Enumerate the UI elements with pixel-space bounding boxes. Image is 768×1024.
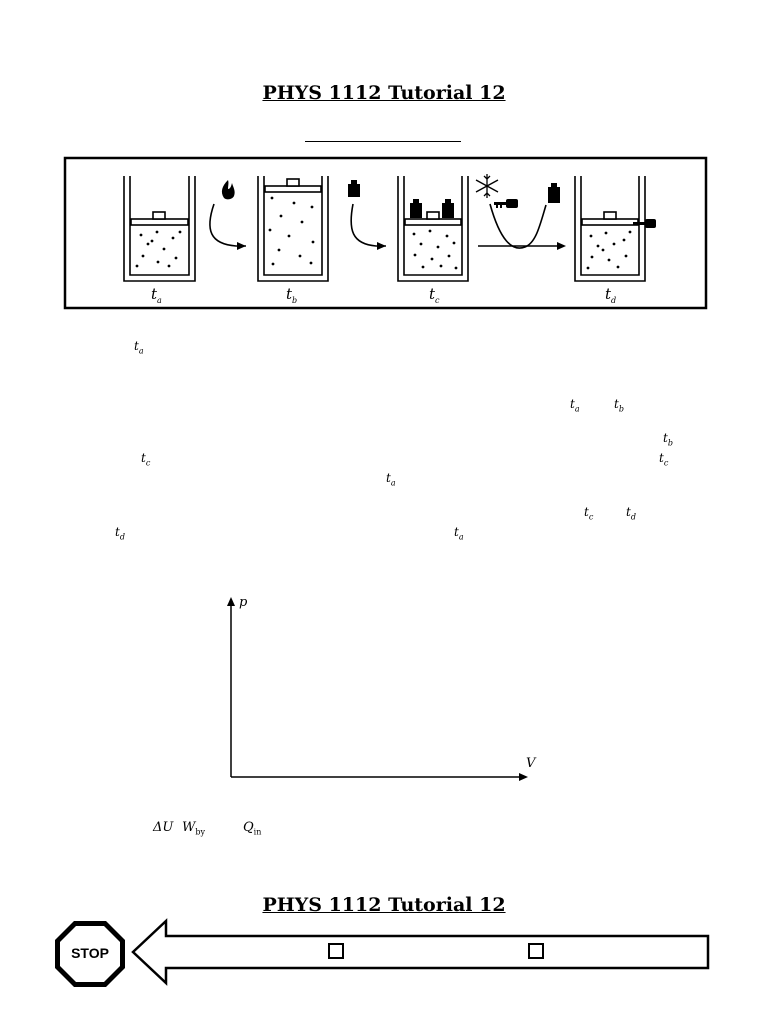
y-axis-label: p (239, 595, 248, 610)
particles-d (586, 230, 632, 270)
inline-label: tb (614, 397, 624, 414)
container-c (397, 176, 469, 282)
work-by-label: Wby (182, 820, 206, 837)
page-title-bottom: PHYS 1112 Tutorial 12 (262, 894, 506, 916)
particles-a (135, 230, 182, 268)
inline-label: tc (584, 505, 594, 522)
state-label-a: ta (151, 285, 162, 305)
page-title: PHYS 1112 Tutorial 12 (262, 82, 506, 104)
x-axis-label: V (526, 756, 536, 771)
state-label-d: td (605, 285, 617, 305)
checkbox-2[interactable] (528, 943, 544, 959)
delta-u-label: ΔU (153, 820, 174, 835)
inline-label: td (626, 505, 636, 522)
stop-sign-label: STOP (71, 945, 109, 961)
process-arrow-bc (350, 203, 386, 247)
pin-icon (494, 199, 518, 208)
pin-in-wall-d (633, 219, 656, 228)
heat-in-label: Qin (243, 820, 262, 837)
inline-label: tc (659, 451, 669, 468)
blank-line (305, 141, 461, 142)
inline-label: ta (386, 471, 396, 488)
inline-label: ta (454, 525, 464, 542)
inline-label: ta (570, 397, 580, 414)
state-label-c: tc (429, 285, 440, 305)
process-arrow-ab (209, 203, 246, 247)
stop-sign-icon (55, 921, 125, 987)
particles-b (268, 196, 315, 266)
weight-icon-removed (548, 183, 560, 203)
container-b (257, 176, 329, 282)
weight-icon (348, 180, 360, 197)
process-arrow-cd-curve (489, 203, 547, 249)
inline-label: td (115, 525, 125, 542)
state-label-b: tb (286, 285, 298, 305)
inline-label: tb (663, 431, 673, 448)
snowflake-icon (475, 174, 499, 198)
inline-label: tc (141, 451, 151, 468)
piston-sequence-figure (63, 156, 708, 310)
weights-on-c (410, 199, 454, 218)
container-a (123, 176, 196, 282)
flame-icon (221, 180, 235, 200)
checkbox-1[interactable] (328, 943, 344, 959)
particles-c (412, 229, 458, 270)
inline-label: ta (134, 339, 144, 356)
